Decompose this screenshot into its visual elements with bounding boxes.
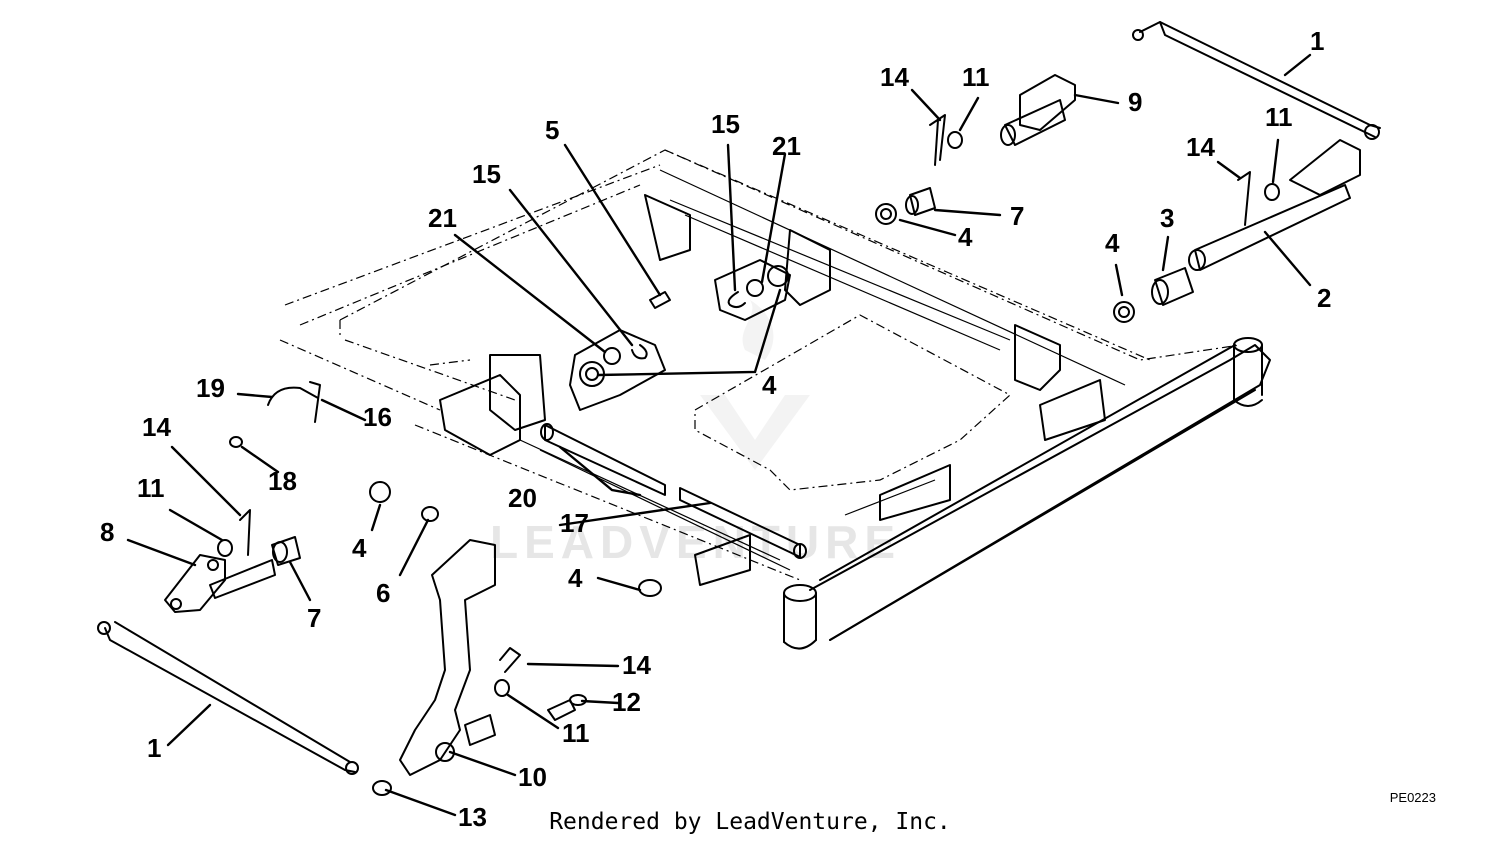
callout-label: 13 xyxy=(458,802,487,832)
callout-label: 10 xyxy=(518,762,547,792)
callout-label: 8 xyxy=(100,517,114,547)
callout-label: 1 xyxy=(147,733,161,763)
watermark-text: LEADVENTURE xyxy=(490,516,901,568)
callout-label: 5 xyxy=(545,115,559,145)
callout-label: 19 xyxy=(196,373,225,403)
callout-label: 2 xyxy=(1317,283,1331,313)
callout-label: 11 xyxy=(962,62,990,92)
callout-label: 4 xyxy=(568,563,583,593)
callout-label: 7 xyxy=(307,603,321,633)
frame xyxy=(279,149,1271,650)
callout-label: 18 xyxy=(268,466,297,496)
callout-label: 14 xyxy=(142,412,171,442)
callout-label: 12 xyxy=(612,687,641,717)
footer-credit: Rendered by LeadVenture, Inc. xyxy=(549,809,951,835)
callout-label: 14 xyxy=(622,650,651,680)
callout-label: 6 xyxy=(376,578,390,608)
callout-label: 11 xyxy=(1265,102,1293,132)
callout-label: 15 xyxy=(711,109,740,139)
callout-label: 21 xyxy=(428,203,457,233)
callout-label: 14 xyxy=(1186,132,1215,162)
callout-label: 1 xyxy=(1310,26,1324,56)
page-code: PE0223 xyxy=(1389,790,1436,805)
callout-label: 11 xyxy=(137,473,165,503)
callout-label: 14 xyxy=(880,62,909,92)
callout-label: 17 xyxy=(560,508,589,538)
rod-top xyxy=(1139,21,1381,129)
callout-label: 4 xyxy=(958,222,973,252)
callout-label: 4 xyxy=(352,533,367,563)
callout-label: 4 xyxy=(762,370,777,400)
callout-label: 11 xyxy=(562,718,590,748)
callout-label: 9 xyxy=(1128,87,1142,117)
callout-label: 4 xyxy=(1105,228,1120,258)
callout-label: 3 xyxy=(1160,203,1174,233)
leadventure-logo-icon xyxy=(700,300,810,470)
rod-bottom xyxy=(104,627,356,773)
callout-label: 7 xyxy=(1010,201,1024,231)
callout-label: 20 xyxy=(508,483,537,513)
callout-label: 15 xyxy=(472,159,501,189)
callouts: 1 1 2 3 4 4 4 4 4 5 6 7 7 8 9 10 11 11 1… xyxy=(100,26,1331,832)
callout-label: 16 xyxy=(363,402,392,432)
leader-lines xyxy=(126,53,1312,817)
callout-label: 21 xyxy=(772,131,801,161)
parts xyxy=(97,21,1381,796)
watermark: LEADVENTURE xyxy=(490,300,901,568)
